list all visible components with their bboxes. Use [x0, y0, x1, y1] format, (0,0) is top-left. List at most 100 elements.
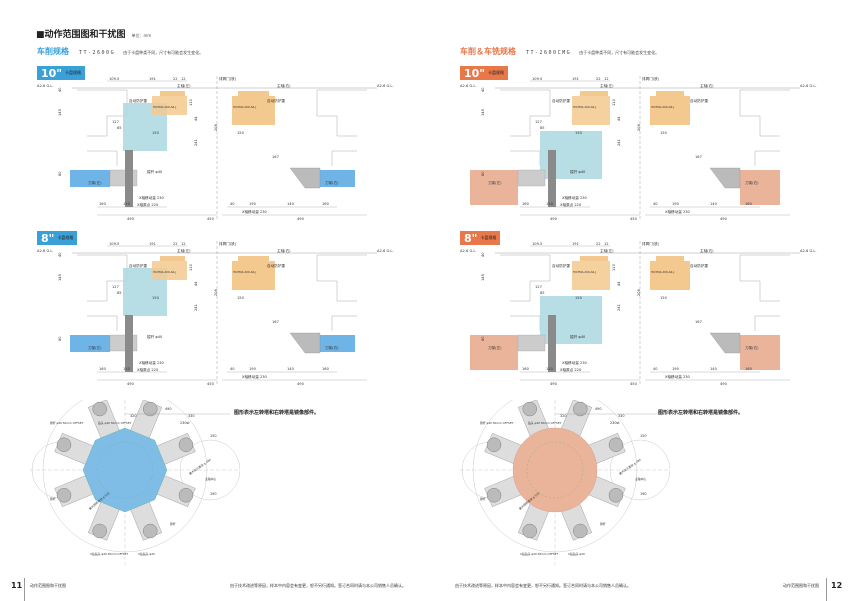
spec-title: 车削规格: [37, 47, 69, 56]
turret-dimension: 230st: [610, 421, 620, 425]
vertical-dimension: 145: [481, 274, 485, 281]
middle-dimension: 127: [535, 285, 542, 289]
turret-right-label: 刀架(右): [745, 180, 759, 185]
divider: [24, 578, 25, 601]
x-origin-label: X轴原点 220: [560, 202, 582, 207]
turret-left-block: [470, 335, 518, 370]
badge-label: 卡盘规格: [480, 235, 497, 240]
spindle-right-label: 主轴(右): [277, 83, 291, 88]
middle-dimension: 150: [660, 131, 668, 135]
bottom-dimension: 190: [672, 367, 680, 371]
vertical-dimension: 206: [637, 288, 641, 296]
footer-title: 动作范围图和干扰图: [30, 583, 66, 588]
spec-note: 由于卡盘种类不同，尺寸有可能会发生变化。: [579, 50, 660, 55]
boring-bar-label: 镗杆 φ40: [570, 334, 586, 339]
tool-holder-left: [517, 169, 546, 187]
bottom-dimension: 160: [99, 367, 107, 371]
spec-title: 车削＆车铣规格: [460, 47, 516, 56]
middle-dimension: 150: [152, 296, 160, 300]
middle-dimension: 150: [660, 296, 668, 300]
tool-note: 钻头 φ40 50mm OFFSET: [98, 421, 132, 425]
vertical-dimension: 145: [58, 274, 62, 281]
badge-size: 8": [41, 231, 55, 245]
chuck-code: HO3MA-200-A6-J: [651, 105, 675, 109]
boring-bar: [125, 315, 133, 372]
tool-tip: [486, 488, 502, 503]
chuck-badge-8: 8"卡盘规格: [460, 231, 501, 245]
spec-heading-right: 车削＆车铣规格 TT-2600CMG 由于卡盘种类不同，尺寸有可能会发生变化。: [460, 46, 659, 57]
page-number: 11: [11, 581, 23, 590]
tool-tip: [143, 401, 158, 417]
vertical-dimension: 206: [214, 288, 218, 296]
chuck-code: HO3MA-200-A6-J: [573, 270, 597, 274]
spindle-left-label: 主轴(左): [177, 83, 191, 88]
chuck-right: [232, 96, 275, 125]
door-label: 排屑门(铁): [642, 241, 660, 246]
chuck-left-flange: [160, 91, 185, 96]
chuck-right-flange: [656, 91, 684, 96]
middle-dimension: 167: [695, 155, 702, 159]
turret-right-label: 刀架(右): [745, 345, 759, 350]
tool-tip: [143, 523, 158, 539]
turret-right-label: 刀架(右): [325, 180, 339, 185]
vertical-dimension: 44: [617, 281, 621, 286]
turret-left-block: [70, 170, 110, 187]
bottom-dimension: 140: [287, 367, 295, 371]
bottom-dimension: 160: [745, 367, 753, 371]
spindle-left-label: 主轴(左): [600, 83, 614, 88]
turret-dimension: 190: [640, 492, 646, 496]
machine-outline: [77, 254, 128, 302]
turret-right-block: [320, 335, 355, 352]
machine-outline: [316, 254, 367, 302]
middle-dimension: 167: [695, 320, 702, 324]
bottom-dimension: 160: [322, 367, 330, 371]
chuck-right: [650, 96, 690, 125]
bottom-dimension: 490: [297, 217, 305, 221]
vertical-dimension: 40: [58, 252, 62, 257]
tool-note: 镗杆 φ40 50mm OFFSET: [480, 421, 514, 425]
badge-label: 卡盘规格: [488, 70, 505, 75]
tool-holder-right: [709, 332, 741, 354]
spindle-center-label: 主轴中心: [635, 477, 646, 481]
vertical-dimension: 110: [612, 98, 616, 106]
tool-tip: [178, 437, 194, 452]
turret-right-label: 刀架(右): [325, 345, 339, 350]
top-dimension: 12: [181, 77, 186, 81]
bottom-dimension: 490: [550, 382, 558, 386]
tool-note: 镗杆: [50, 497, 56, 501]
boring-bar: [548, 315, 556, 372]
top-dimension: 22: [173, 77, 178, 81]
badge-label: 卡盘规格: [57, 235, 74, 240]
turret-left-label: 刀架(左): [488, 180, 502, 185]
vertical-dimension: 44: [617, 116, 621, 121]
machine-outline: [316, 89, 367, 137]
door-label: 排屑门(铁): [219, 241, 237, 246]
top-dimension: 109.5: [109, 77, 119, 81]
chuck-badge-10: 10"卡盘规格: [37, 66, 86, 80]
top-dimension: 22: [173, 242, 178, 246]
turret-dimension: 150: [210, 434, 216, 438]
vertical-dimension: 40: [481, 87, 485, 92]
gauge-line-label-right: A2-6 G.L.: [800, 84, 817, 88]
unit-label: 单位：mm: [131, 33, 152, 38]
badge-size: 8": [464, 231, 478, 245]
bottom-dimension: 490: [550, 217, 558, 221]
turret-left-label: 刀架(左): [88, 180, 102, 185]
top-dimension: 22: [596, 242, 601, 246]
turret-dimension: 330: [188, 414, 194, 418]
middle-dimension: 150: [152, 131, 160, 135]
vertical-dimension: 44: [194, 116, 198, 121]
vertical-dimension: 80: [58, 336, 62, 341]
spindle-left-label: 主轴(左): [600, 248, 614, 253]
tool-note: 镗杆: [480, 497, 486, 501]
turret-dimension: 230st: [180, 421, 190, 425]
machine-outline: [331, 150, 357, 166]
model-name: TT-2600CMG: [526, 50, 572, 56]
vertical-dimension: 40: [481, 252, 485, 257]
turret-disk: [82, 427, 168, 513]
turret-dimension: 150: [640, 434, 646, 438]
bottom-dimension: 160: [745, 202, 753, 206]
